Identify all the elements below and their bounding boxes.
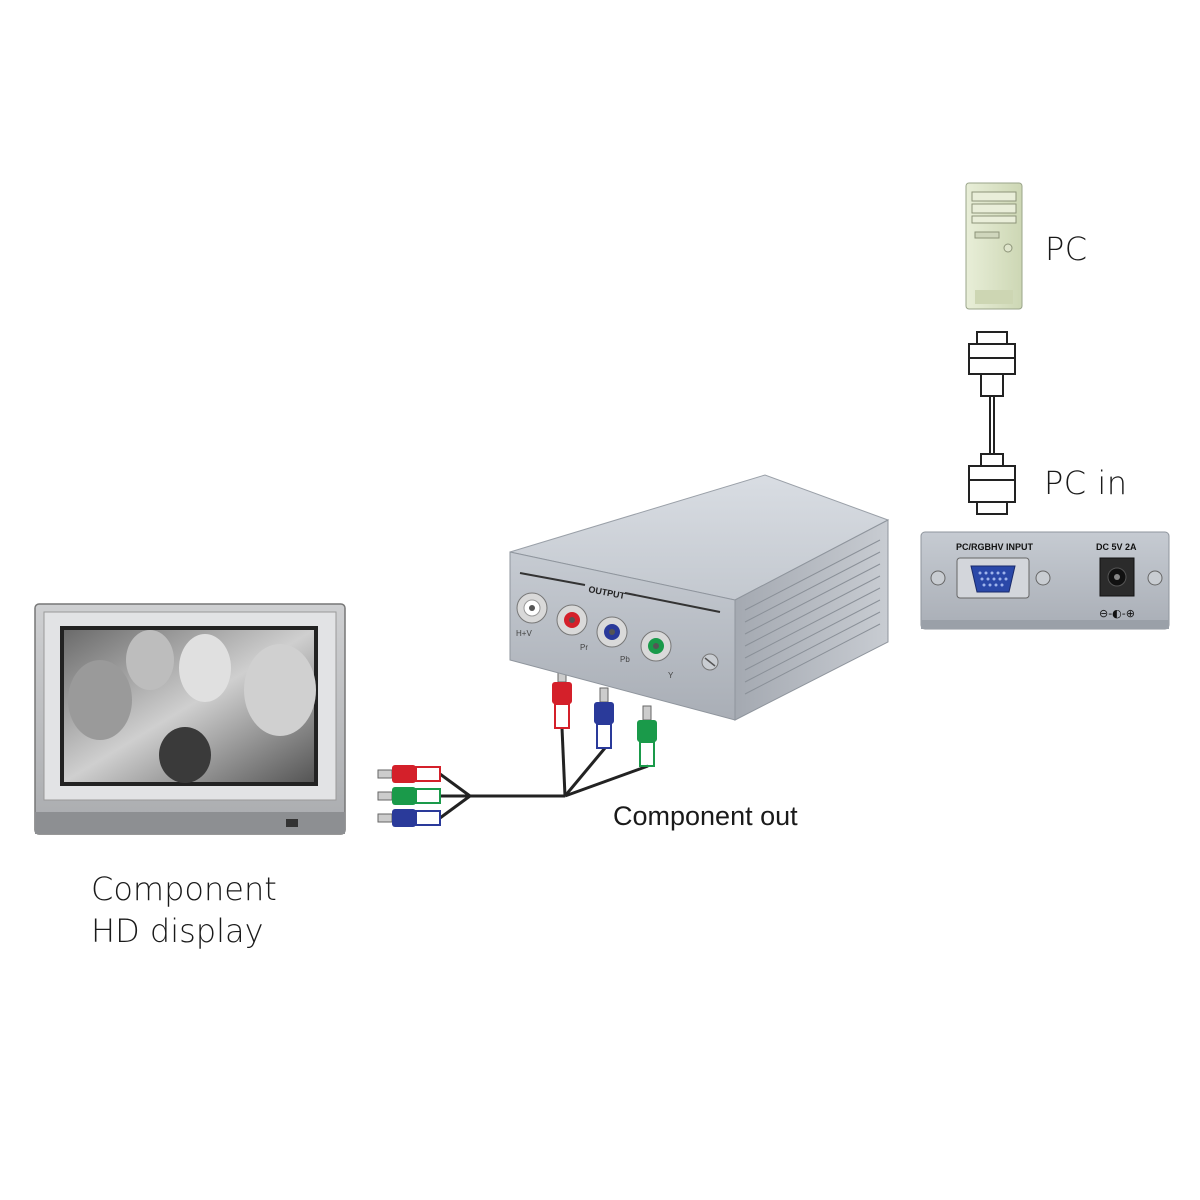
screw-icon [930, 570, 946, 586]
component-out-label: Component out [613, 801, 798, 831]
rca-plug-left-green [377, 787, 441, 805]
port-y [640, 630, 672, 662]
display-label-line2: HD display [91, 912, 264, 950]
rca-plug-top-blue [594, 687, 614, 749]
port-label-pb: Pb [620, 655, 630, 664]
rca-plug-top-red [552, 667, 572, 729]
port-pb [596, 616, 628, 648]
display-label: Component HD display [91, 868, 277, 952]
port-label-hv: H+V [516, 629, 532, 638]
rca-plug-left-blue [377, 809, 441, 827]
screw-icon [1147, 570, 1163, 586]
rca-plug-top-green [637, 705, 657, 767]
port-pr [556, 604, 588, 636]
tv-power-button [286, 819, 298, 827]
dc-power-jack [1099, 557, 1135, 597]
pc-tower [965, 182, 1023, 310]
component-cable [439, 727, 649, 820]
rca-plug-left-red [377, 765, 441, 783]
port-label-pr: Pr [580, 643, 588, 652]
converter-box: OUTPUT H+V Pr Pb Y [509, 474, 890, 721]
display-label-line1: Component [91, 870, 277, 908]
port-label-y: Y [668, 671, 674, 680]
pc-power-button-icon [1003, 243, 1013, 253]
vga-port [956, 557, 1030, 599]
dc-power-label: DC 5V 2A [1096, 542, 1137, 552]
vga-cable [968, 331, 1016, 515]
pc-label: PC [1045, 230, 1088, 268]
pc-rgbhv-input-label: PC/RGBHV INPUT [956, 542, 1034, 552]
tv-display [34, 603, 346, 835]
port-hv [516, 592, 548, 624]
polarity-symbol: ⊖-◐-⊕ [1099, 607, 1135, 620]
screw-icon [1035, 570, 1051, 586]
back-panel: PC/RGBHV INPUT DC 5V 2A ⊖-◐-⊕ [920, 531, 1170, 630]
pc-in-label: PC in [1044, 464, 1128, 502]
